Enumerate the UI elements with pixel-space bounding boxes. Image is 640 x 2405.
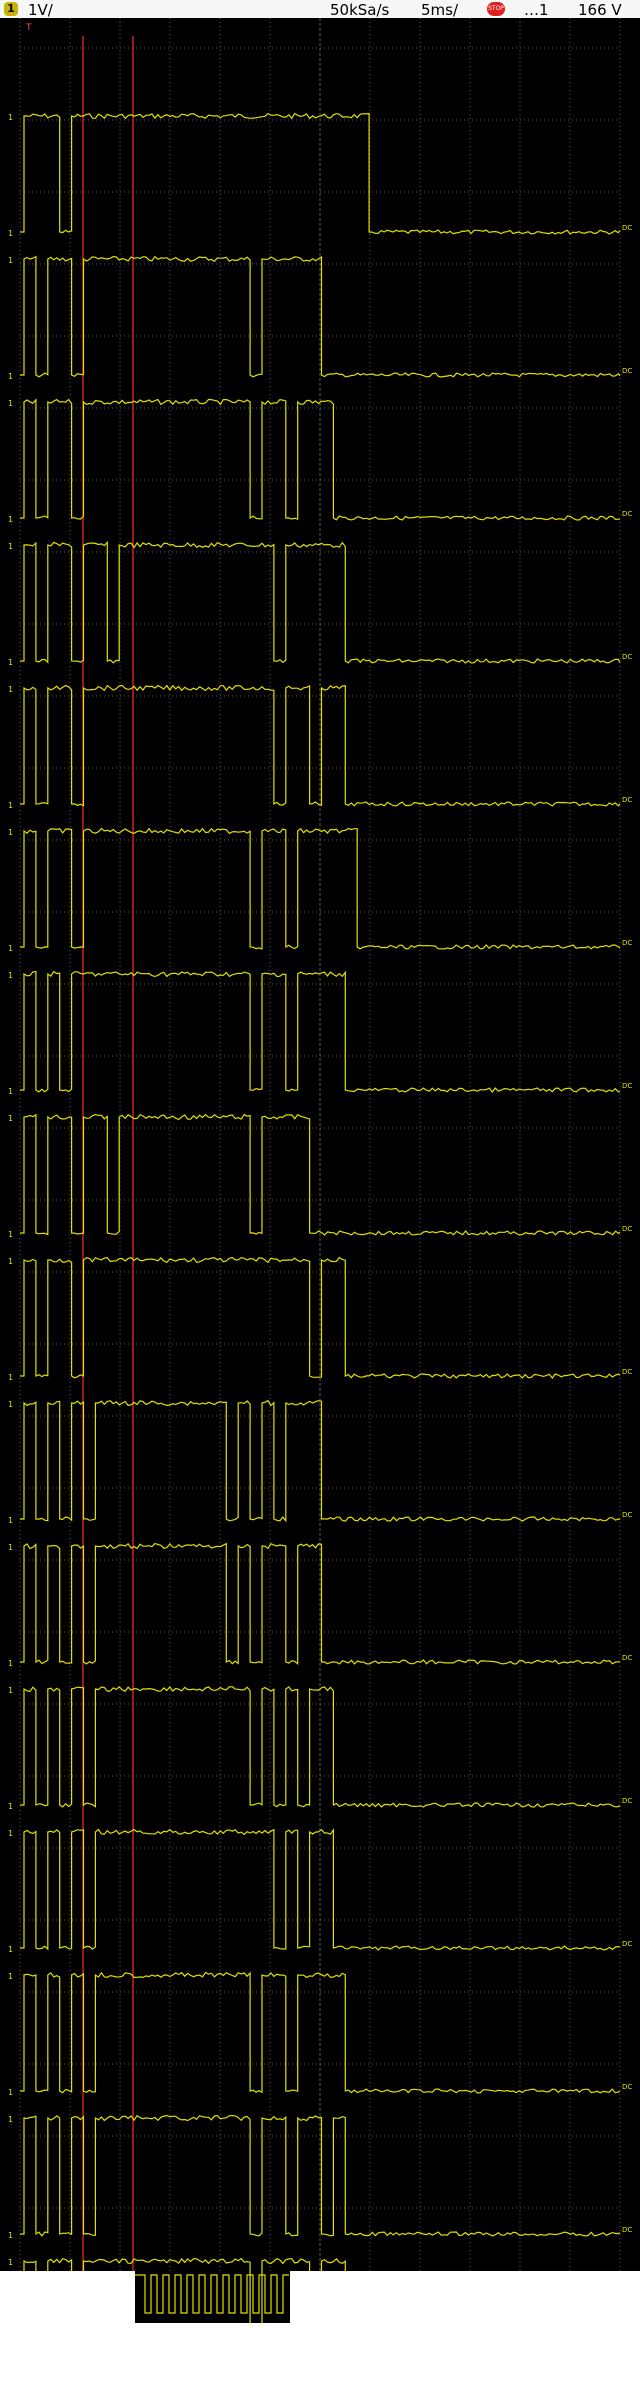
- dc-marker: DC: [622, 224, 632, 232]
- trigger-source[interactable]: …1: [524, 1, 549, 19]
- channel-marker: 1: [8, 1373, 13, 1382]
- dc-marker: DC: [622, 796, 632, 804]
- waveform-trace: [20, 255, 621, 378]
- waveform-trace: [20, 541, 621, 664]
- channel-marker: 1: [8, 2258, 13, 2267]
- channel-marker: 1: [8, 801, 13, 810]
- channel-marker: 1: [8, 542, 13, 551]
- dc-marker: DC: [622, 2083, 632, 2091]
- waveform-trace: [20, 1686, 621, 1808]
- channel-marker: 1: [8, 658, 13, 667]
- channel-marker: 1: [8, 515, 13, 524]
- channel-marker: 1: [8, 944, 13, 953]
- channel-marker: 1: [8, 1802, 13, 1811]
- scope-status-bar: 1 1V/ 50kSa/s 5ms/ STOP …1 166 V: [0, 0, 640, 19]
- channel-marker: 1: [8, 1516, 13, 1525]
- channel-marker: 1: [8, 1945, 13, 1954]
- waveform-trace: [20, 1971, 621, 2094]
- channel-badge[interactable]: 1: [4, 2, 18, 16]
- channel-marker: 1: [8, 372, 13, 381]
- channel-marker: 1: [8, 2231, 13, 2240]
- trigger-marker: T: [25, 23, 32, 33]
- channel-marker: 1: [8, 1829, 13, 1838]
- waveform-trace: [20, 1542, 621, 1665]
- channel-marker: 1: [8, 1087, 13, 1096]
- waveform-trace: [20, 398, 620, 521]
- trigger-level[interactable]: 166 V: [578, 1, 622, 19]
- channel-marker: 1: [8, 1686, 13, 1695]
- time-per-div[interactable]: 5ms/: [421, 1, 459, 19]
- channel-marker: 1: [8, 1659, 13, 1668]
- dc-marker: DC: [622, 510, 632, 518]
- dc-marker: DC: [622, 1797, 632, 1805]
- waveform-trace: [20, 1399, 621, 1523]
- dc-marker: DC: [622, 1511, 632, 1519]
- waveform-display: T11DC11DC11DC11DC11DC11DC11DC11DC11DC11D…: [0, 18, 640, 2383]
- channel-marker: 1: [8, 1543, 13, 1552]
- channel-marker: 1: [8, 256, 13, 265]
- channel-marker: 1: [8, 828, 13, 837]
- clock-burst-trace: [135, 2274, 289, 2314]
- channel-marker: 1: [8, 1972, 13, 1981]
- waveform-trace: [20, 1827, 621, 1951]
- dc-marker: DC: [622, 653, 632, 661]
- dc-marker: DC: [622, 1225, 632, 1233]
- dc-marker: DC: [622, 939, 632, 947]
- volts-per-div[interactable]: 1V/: [28, 1, 53, 19]
- channel-marker: 1: [8, 399, 13, 408]
- bottom-white-left: [0, 2271, 135, 2323]
- dc-marker: DC: [622, 1082, 632, 1090]
- waveform-trace: [20, 684, 621, 807]
- waveform-trace: [20, 1113, 621, 1236]
- waveform-trace: [20, 1256, 621, 1379]
- waveform-trace: [20, 827, 621, 950]
- channel-marker: 1: [8, 113, 13, 122]
- dc-marker: DC: [622, 1368, 632, 1376]
- waveform-trace: [20, 2114, 621, 2237]
- bottom-white-right: [290, 2271, 640, 2323]
- channel-marker: 1: [8, 1114, 13, 1123]
- channel-marker: 1: [8, 1257, 13, 1266]
- channel-marker: 1: [8, 685, 13, 694]
- channel-marker: 1: [8, 971, 13, 980]
- waveform-trace: [20, 970, 621, 1093]
- waveform-trace: [20, 112, 621, 235]
- dc-marker: DC: [622, 2226, 632, 2234]
- run-stop-indicator[interactable]: STOP: [487, 2, 505, 16]
- dc-marker: DC: [622, 1654, 632, 1662]
- channel-marker: 1: [8, 2115, 13, 2124]
- channel-marker: 1: [8, 229, 13, 238]
- sample-rate: 50kSa/s: [330, 1, 390, 19]
- channel-marker: 1: [8, 2088, 13, 2097]
- channel-marker: 1: [8, 1230, 13, 1239]
- dc-marker: DC: [622, 367, 632, 375]
- channel-marker: 1: [8, 1400, 13, 1409]
- dc-marker: DC: [622, 1940, 632, 1948]
